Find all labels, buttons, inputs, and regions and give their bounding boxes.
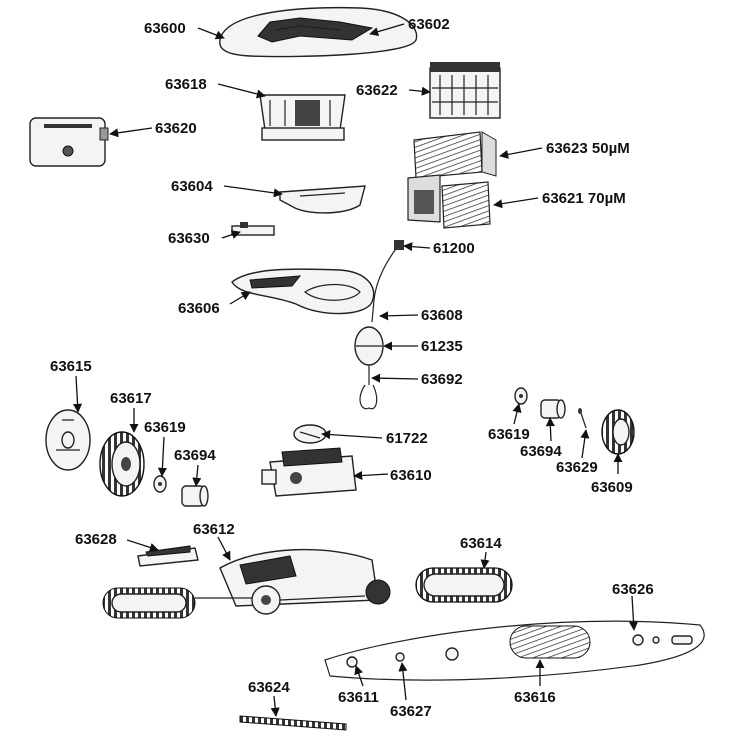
label-63611: 63611 (338, 689, 379, 706)
fine-filter-part (413, 131, 497, 179)
washer-left-part (153, 475, 167, 493)
filter-cage-part (429, 62, 501, 119)
label-63609: 63609 (591, 479, 633, 496)
label-63614: 63614 (460, 535, 502, 552)
connector-part (137, 545, 199, 567)
label-63604: 63604 (171, 178, 213, 195)
cable-assembly-part (354, 240, 404, 410)
top-lid-part (219, 6, 418, 58)
label-63600: 63600 (144, 20, 186, 37)
label-63630: 63630 (168, 230, 210, 247)
label-63626: 63626 (612, 581, 654, 598)
brush-tray-part (324, 620, 705, 681)
cap-part (293, 424, 327, 444)
label-63616: 63616 (514, 689, 556, 706)
label-63602: 63602 (408, 16, 450, 33)
label-63619-left: 63619 (144, 419, 186, 436)
strip-part (239, 715, 347, 731)
label-63692: 63692 (421, 371, 463, 388)
gear-wheel-part (99, 431, 145, 497)
motor-unit-part (261, 447, 357, 497)
bushing-left-part (181, 485, 209, 507)
leader-lines (73, 23, 639, 717)
chassis-part (102, 548, 391, 619)
label-63627: 63627 (390, 703, 432, 720)
bushing-right-part (540, 399, 566, 419)
filter-basket-part (259, 94, 346, 141)
cover-plate-part (279, 185, 366, 214)
label-63615: 63615 (50, 358, 92, 375)
label-61722: 61722 (386, 430, 428, 447)
label-63621: 63621 70µM (542, 190, 626, 207)
label-63629: 63629 (556, 459, 598, 476)
side-panel-part (29, 117, 109, 167)
pin-part (578, 408, 587, 429)
label-63694-right: 63694 (520, 443, 562, 460)
handle-body-part (231, 268, 375, 315)
label-63694-left: 63694 (174, 447, 216, 464)
label-61200: 61200 (433, 240, 475, 257)
label-63620: 63620 (155, 120, 197, 137)
label-63618: 63618 (165, 76, 207, 93)
label-63628: 63628 (75, 531, 117, 548)
label-63606: 63606 (178, 300, 220, 317)
washer-right-part (514, 387, 528, 405)
coarse-filter-part (407, 174, 491, 229)
label-61235: 61235 (421, 338, 463, 355)
label-63619-right: 63619 (488, 426, 530, 443)
label-63623: 63623 50µM (546, 140, 630, 157)
label-63617: 63617 (110, 390, 152, 407)
label-63624: 63624 (248, 679, 290, 696)
part-labels: 63600 63602 63618 63622 63620 63623 50µM… (50, 16, 654, 720)
label-63622: 63622 (356, 82, 398, 99)
label-63608: 63608 (421, 307, 463, 324)
drive-wheel-part (601, 409, 635, 455)
label-63612: 63612 (193, 521, 235, 538)
side-plate-part (45, 409, 91, 471)
track-belt-part (415, 567, 513, 603)
label-63610: 63610 (390, 467, 432, 484)
